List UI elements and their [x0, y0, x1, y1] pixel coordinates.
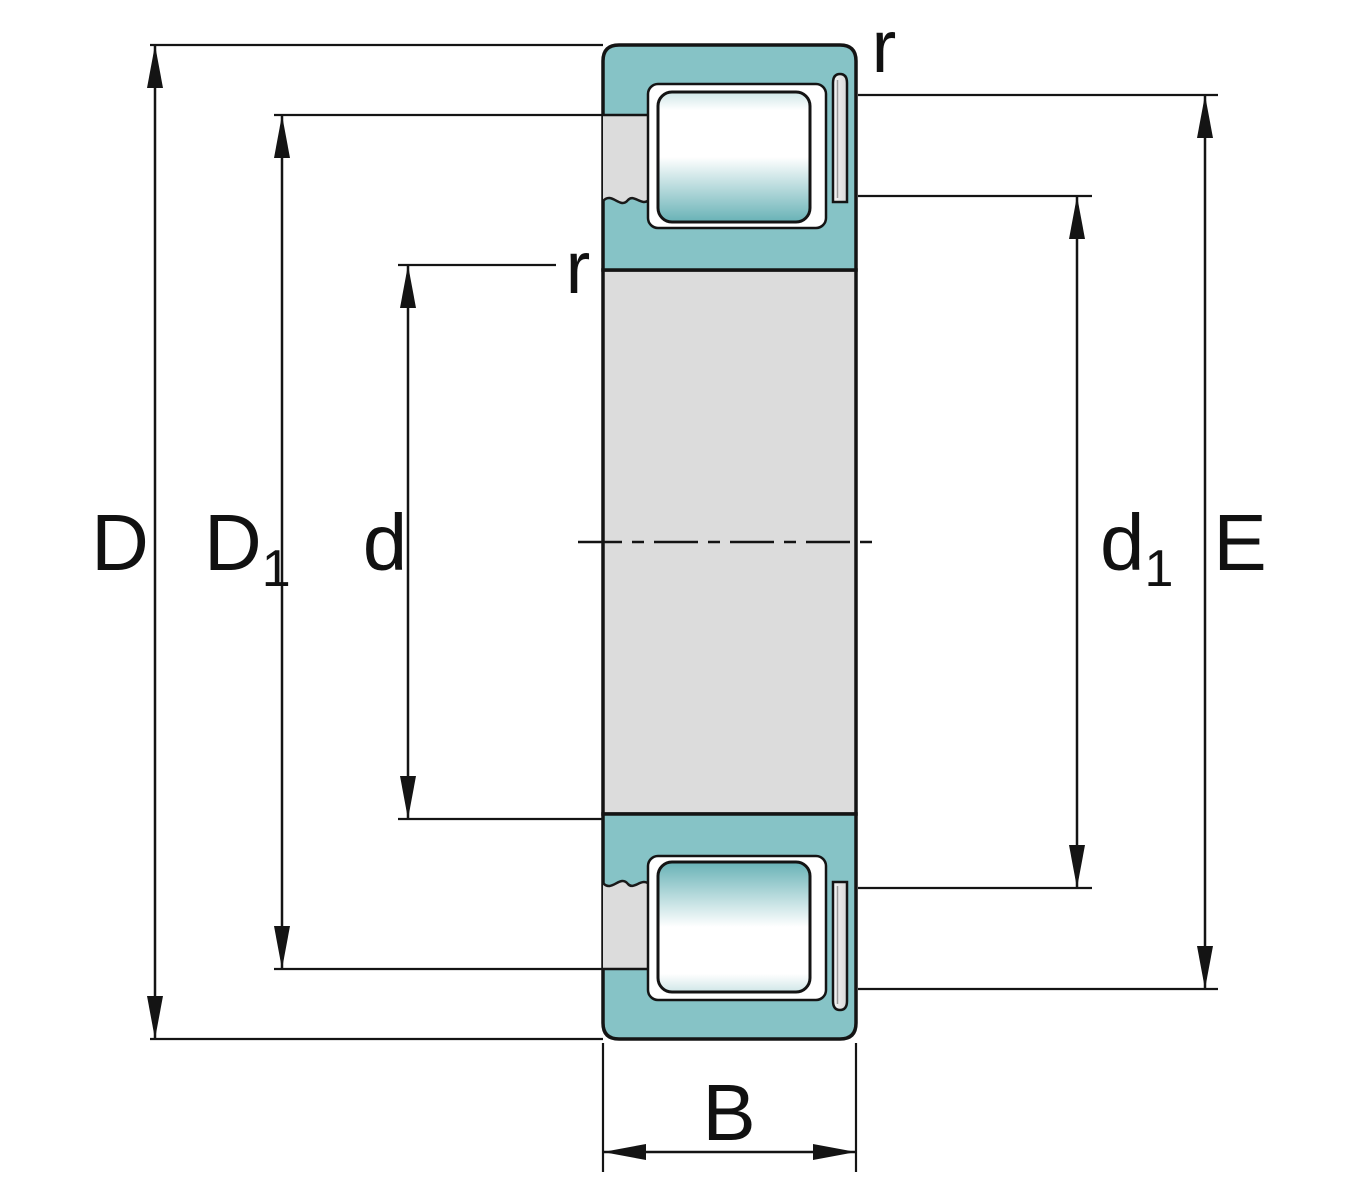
- label-E: E: [1213, 498, 1266, 587]
- arrow-D1-top: [274, 115, 290, 158]
- arrow-D-bottom: [147, 996, 163, 1039]
- arrow-d1-top: [1069, 196, 1085, 239]
- label-d1: d1: [1100, 498, 1173, 598]
- label-B: B: [702, 1068, 755, 1157]
- arrow-d-top: [400, 265, 416, 308]
- roller-bottom: [656, 860, 812, 994]
- label-d1-sub: 1: [1145, 540, 1174, 598]
- label-D: D: [91, 498, 149, 587]
- inner-ring-shoulder-top: [603, 115, 650, 204]
- arrow-E-bottom: [1197, 946, 1213, 989]
- label-d1-base: d: [1100, 498, 1145, 587]
- arrow-D-top: [147, 45, 163, 88]
- label-d: d: [363, 498, 408, 587]
- arrow-d-bottom: [400, 776, 416, 819]
- thrust-collar-top: [831, 72, 849, 204]
- thrust-collar-bottom: [831, 880, 849, 1012]
- extension-lines: [150, 43, 1218, 1172]
- label-D1-base: D: [204, 498, 262, 587]
- break-line-top: [602, 196, 651, 205]
- bearing-section: [578, 43, 882, 1041]
- inner-ring-shoulder-bottom: [603, 880, 650, 969]
- arrow-B-left: [603, 1144, 646, 1160]
- dimension-lines: [147, 45, 1213, 1160]
- arrow-D1-bottom: [274, 926, 290, 969]
- dimension-labels: D D1 d d1 E B r r: [91, 5, 1267, 1157]
- label-D1: D1: [204, 498, 291, 598]
- arrow-d1-bottom: [1069, 845, 1085, 888]
- label-D1-sub: 1: [262, 540, 291, 598]
- arrow-E-top: [1197, 95, 1213, 138]
- break-line-bottom: [602, 879, 651, 888]
- arrow-B-right: [813, 1144, 856, 1160]
- roller-top: [656, 90, 812, 224]
- label-r-bore: r: [566, 226, 591, 309]
- label-r-outer: r: [872, 5, 897, 88]
